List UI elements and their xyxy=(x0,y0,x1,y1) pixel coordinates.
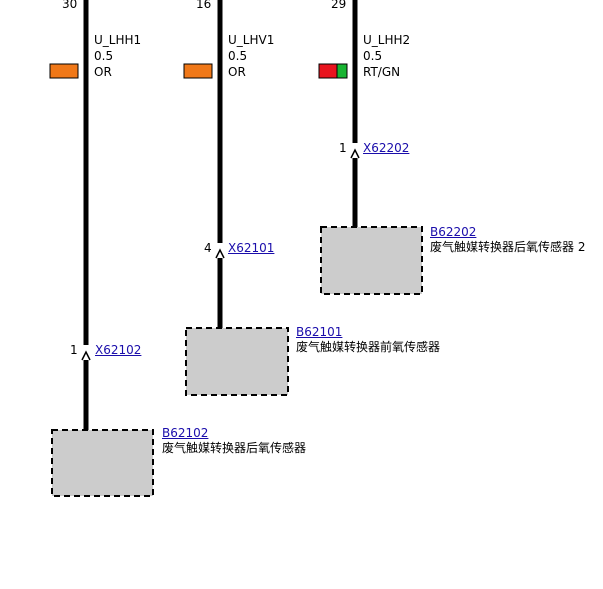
wire-color-swatch-or-2 xyxy=(183,63,213,79)
component-b62101-name: 废气触媒转换器前氧传感器 xyxy=(296,340,441,354)
wire-u-lhh1-pin: 30 xyxy=(62,0,78,11)
connector-x62102-pin: 1 xyxy=(70,343,78,357)
component-b62102-link[interactable]: B62102 xyxy=(162,426,209,440)
wire-u-lhv1-color-code: OR xyxy=(228,65,246,79)
wire-u-lhv1-signal: U_LHV1 xyxy=(228,33,275,47)
wire-u-lhh1-color-code: OR xyxy=(94,65,112,79)
connector-x62101-link[interactable]: X62101 xyxy=(228,241,275,255)
wire-u-lhv1-gauge: 0.5 xyxy=(228,49,248,63)
connector-x62202-arrow xyxy=(350,148,360,159)
wire-color-swatch-or-1 xyxy=(49,63,79,79)
wire-u-lhh2-signal: U_LHH2 xyxy=(363,33,411,47)
connector-x62101-arrow xyxy=(215,248,225,259)
wire-u-lhh2-gauge: 0.5 xyxy=(363,49,383,63)
component-b62202-link[interactable]: B62202 xyxy=(430,225,477,239)
wire-u-lhh1-signal: U_LHH1 xyxy=(94,33,142,47)
connector-x62102-link[interactable]: X62102 xyxy=(95,343,142,357)
connector-x62202-pin: 1 xyxy=(339,141,347,155)
component-b62102-box xyxy=(51,429,154,497)
component-b62101-link[interactable]: B62101 xyxy=(296,325,343,339)
connector-x62202-link[interactable]: X62202 xyxy=(363,141,410,155)
component-b62202-name: 废气触媒转换器后氧传感器 2 xyxy=(430,240,586,254)
wire-color-swatch-rt xyxy=(318,63,338,79)
wire-u-lhh2 xyxy=(318,0,423,295)
wire-u-lhh1 xyxy=(49,0,154,497)
wire-color-swatch-gn xyxy=(336,63,348,79)
wire-u-lhv1 xyxy=(183,0,289,396)
connector-x62102-arrow xyxy=(81,350,91,361)
connector-x62101-pin: 4 xyxy=(204,241,212,255)
wire-u-lhh1-gauge: 0.5 xyxy=(94,49,114,63)
component-b62102-name: 废气触媒转换器后氧传感器 xyxy=(162,441,307,455)
wire-u-lhh2-color-code: RT/GN xyxy=(363,65,401,79)
wire-u-lhv1-pin: 16 xyxy=(196,0,212,11)
component-b62101-box xyxy=(185,327,289,396)
wire-u-lhh2-pin: 29 xyxy=(331,0,347,11)
component-b62202-box xyxy=(320,226,423,295)
